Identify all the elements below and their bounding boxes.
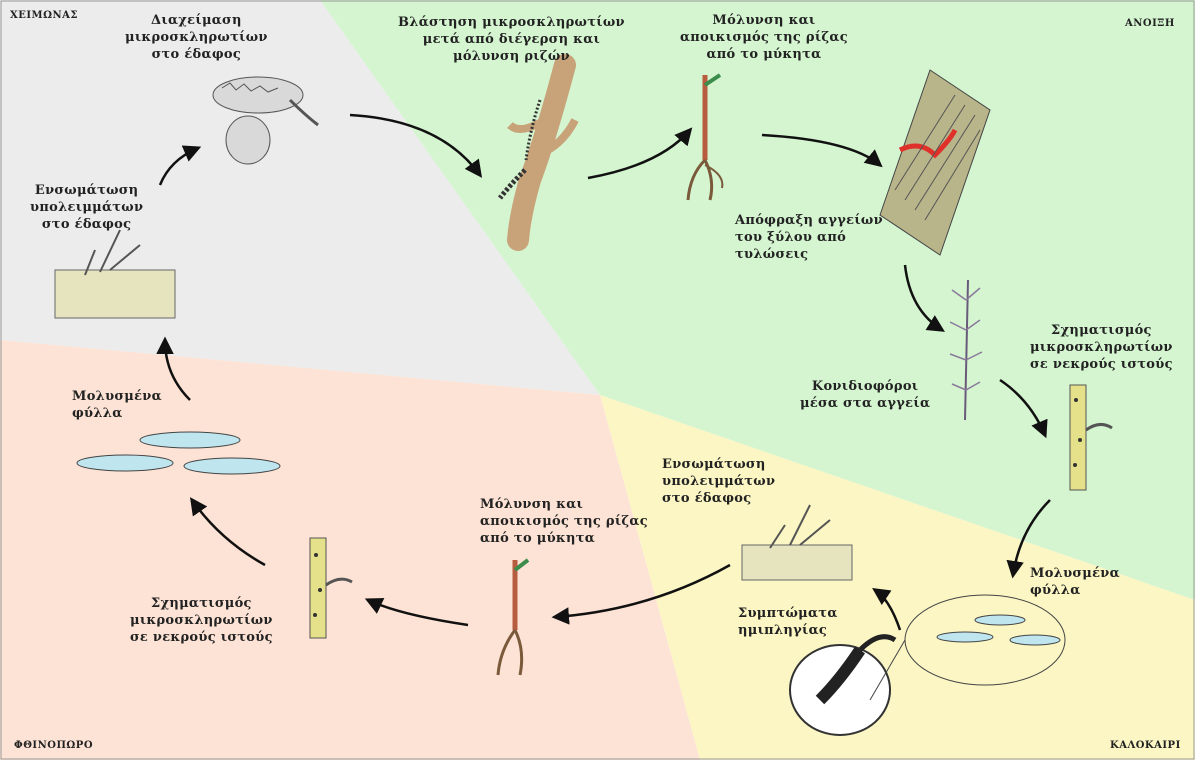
label-incorporation-summer: Ενσωμάτωση υπολειμμάτων στο έδαφος (662, 456, 775, 507)
season-label-spring: ΑΝΟΙΞΗ (1125, 18, 1175, 29)
label-infection-spring: Μόλυνση και αποικισμός της ρίζας από το … (680, 12, 848, 63)
label-infection-autumn: Μόλυνση και αποικισμός της ρίζας από το … (480, 496, 648, 547)
season-label-summer: ΚΑΛΟΚΑΙΡΙ (1110, 740, 1181, 751)
label-infected-leaves-autumn: Μολυσμένα φύλλα (72, 388, 162, 422)
label-vessel-blocking: Απόφραξη αγγείων του ξύλου από τυλώσεις (735, 212, 883, 263)
label-incorporation-winter: Ενσωμάτωση υπολειμμάτων στο έδαφος (30, 182, 143, 233)
label-infected-leaves-summer: Μολυσμένα φύλλα (1030, 565, 1120, 599)
season-label-autumn: ΦΘΙΝΟΠΩΡΟ (14, 740, 93, 751)
season-label-winter: ΧΕΙΜΩΝΑΣ (10, 10, 78, 21)
label-symptoms: Συμπτώματα ημιπληγίας (738, 605, 838, 639)
label-sclerotia-summer: Σχηματισμός μικροσκληρωτίων σε νεκρούς ι… (1030, 322, 1173, 373)
label-conidiophores: Κονιδιοφόροι μέσα στα αγγεία (800, 378, 930, 412)
label-sclerotia-autumn: Σχηματισμός μικροσκληρωτίων σε νεκρούς ι… (130, 595, 273, 646)
label-germination: Βλάστηση μικροσκληρωτίων μετά από διέγερ… (398, 14, 625, 65)
label-overwintering: Διαχείμαση μικροσκληρωτίων στο έδαφος (125, 12, 268, 63)
